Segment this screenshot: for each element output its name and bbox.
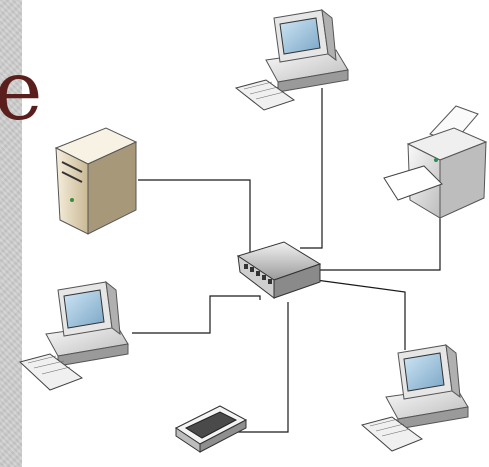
desktop-computer-icon [360, 343, 469, 452]
cable-pc-left [132, 295, 261, 334]
background-letter-text: e [0, 52, 40, 132]
cable-server [138, 179, 251, 255]
cable-pc-top [300, 88, 323, 249]
background-letter: e [0, 52, 40, 132]
printer-icon [383, 105, 488, 219]
server-tower-icon [54, 127, 138, 235]
desktop-computer-icon [234, 8, 349, 111]
cable-scanner [230, 302, 289, 433]
desktop-computer-icon [18, 280, 129, 391]
network-cables [132, 88, 448, 433]
flatbed-scanner-icon [175, 405, 248, 453]
cable-pc-bottom-right [315, 279, 406, 350]
network-hub-icon [236, 241, 322, 300]
